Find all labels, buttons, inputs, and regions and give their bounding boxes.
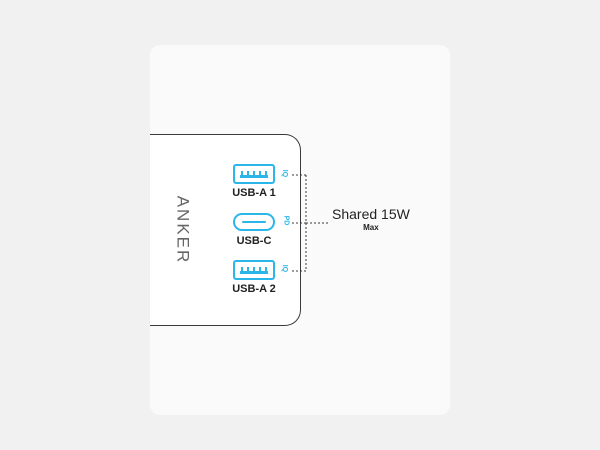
port-usb-a-1: USB-A 1	[226, 164, 282, 199]
product-card: ANKER USB-A 1 USB-C USB-A 2 IQ PD IQ	[150, 45, 450, 415]
port-label-usb-a-1: USB-A 1	[232, 187, 276, 199]
port-label-usb-a-2: USB-A 2	[232, 283, 276, 295]
charger-body: ANKER USB-A 1 USB-C USB-A 2	[150, 134, 301, 326]
shared-power-bracket	[292, 174, 330, 272]
usb-a-port-icon	[233, 260, 275, 280]
callout-subtitle: Max	[363, 223, 379, 232]
port-usb-a-2: USB-A 2	[226, 260, 282, 295]
usb-a-port-icon	[233, 164, 275, 184]
port-usb-c: USB-C	[226, 213, 282, 247]
callout-title: Shared 15W	[332, 206, 410, 222]
usb-c-port-icon	[233, 213, 275, 231]
shared-power-callout: Shared 15W Max	[332, 206, 410, 232]
port-label-usb-c: USB-C	[236, 235, 272, 247]
